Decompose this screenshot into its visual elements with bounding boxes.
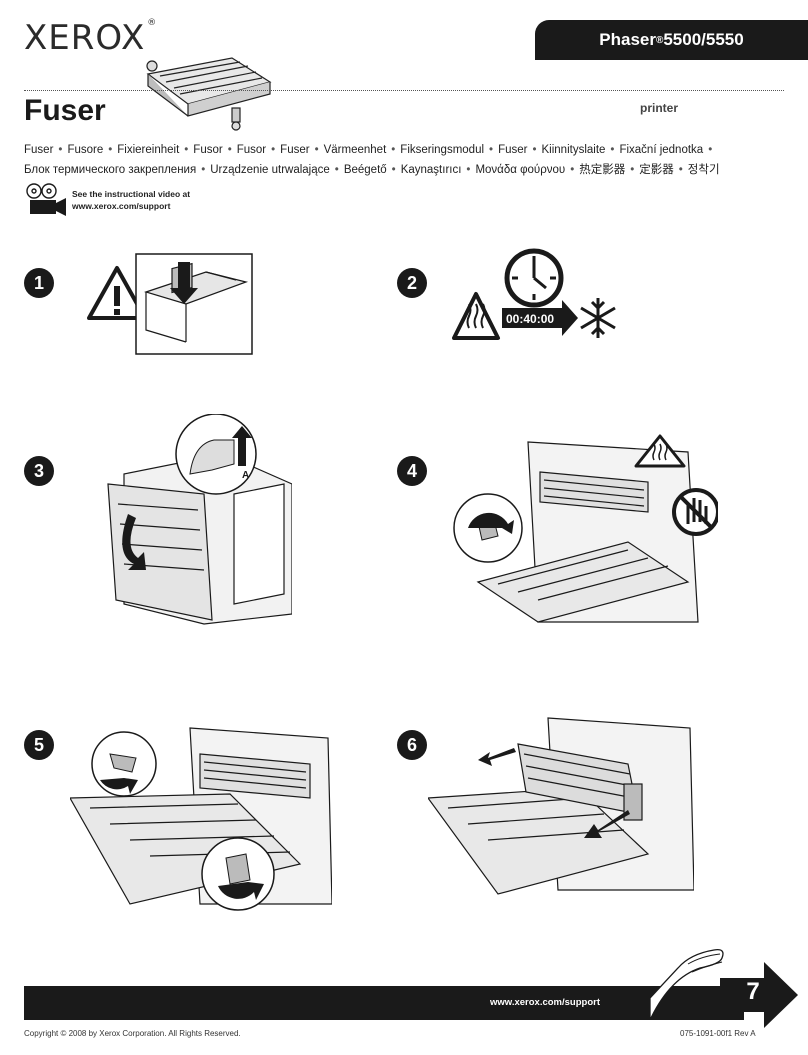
next-page-arrow-icon[interactable]: [720, 960, 800, 1030]
step-6-remove-fuser-illustration: [428, 717, 694, 895]
pull-left-arrow-icon: [478, 748, 516, 766]
translation-item: Блок термического закрепления: [24, 164, 197, 176]
copyright-notice: Copyright © 2008 by Xerox Corporation. A…: [24, 1029, 241, 1038]
step-2-badge: 2: [397, 268, 427, 298]
snowflake-icon: [580, 298, 616, 338]
page-number: 7: [746, 978, 760, 1005]
step-6-badge: 6: [397, 730, 427, 760]
translation-item: Fusor: [193, 144, 223, 156]
translation-separator: •: [489, 144, 494, 156]
translation-separator: •: [610, 144, 615, 156]
cool-down-timer: 00:40:00: [506, 312, 554, 326]
video-note: See the instructional video at www.xerox…: [72, 189, 191, 211]
translation-item: Fuser: [498, 144, 528, 156]
product-name-tab: Phaser® 5500/5550: [535, 20, 808, 60]
translation-separator: •: [678, 164, 683, 176]
translation-item: 定影器: [639, 164, 674, 176]
pull-out-arrow-icon: [584, 810, 630, 838]
header-divider: [24, 90, 784, 91]
step-4-badge: 4: [397, 456, 427, 486]
translation-separator: •: [466, 164, 471, 176]
document-number: 075-1091-00f1 Rev A: [680, 1029, 756, 1038]
xerox-logo: XEROX®: [24, 18, 158, 58]
translation-item: Beégető: [343, 164, 387, 176]
footer-bar: [24, 986, 744, 1020]
translation-item: Fuser: [24, 144, 54, 156]
translation-separator: •: [271, 144, 276, 156]
translation-separator: •: [708, 144, 713, 156]
translation-separator: •: [391, 164, 396, 176]
translation-separator: •: [184, 144, 189, 156]
translation-item: 정착기: [687, 164, 720, 176]
page-title: Fuser: [24, 94, 106, 127]
step-2-cool-down-illustration: 00:40:00: [452, 248, 616, 340]
product-name: Phaser: [599, 30, 656, 49]
step-3-badge: 3: [24, 456, 54, 486]
translation-separator: •: [334, 164, 339, 176]
step-5-badge: 5: [24, 730, 54, 760]
latch-label: A: [242, 470, 249, 481]
translation-separator: •: [108, 144, 113, 156]
rotate-arrow-icon: [468, 512, 514, 534]
film-camera-icon: [26, 183, 66, 216]
translation-item: Kiinnityslaite: [541, 144, 606, 156]
translation-item: Urządzenie utrwalające: [210, 164, 330, 176]
translation-separator: •: [201, 164, 206, 176]
step-4-fuser-release-illustration: [453, 434, 718, 623]
translation-item: Fusore: [67, 144, 104, 156]
rotate-arrow-icon: [100, 778, 138, 794]
video-url-link[interactable]: www.xerox.com/support: [72, 201, 171, 211]
translation-separator: •: [570, 164, 575, 176]
step-1-power-off-illustration: [87, 253, 253, 355]
translation-item: Fikseringsmodul: [400, 144, 485, 156]
step-3-open-door-illustration: A: [107, 414, 292, 625]
rotate-arrow-icon: [218, 882, 264, 900]
translation-separator: •: [391, 144, 396, 156]
translation-item: Fixační jednotka: [619, 144, 704, 156]
translation-separator: •: [227, 144, 232, 156]
translation-separator: •: [532, 144, 537, 156]
fuser-unit-illustration: [146, 57, 272, 131]
translation-item: Fusor: [236, 144, 267, 156]
translation-item: Fixiereinheit: [117, 144, 180, 156]
translation-item: Fuser: [280, 144, 310, 156]
translation-list: Fuser • Fusore • Fixiereinheit • Fusor • Fusor • F…: [24, 140, 794, 180]
step-5-unlock-fuser-illustration: [70, 727, 332, 911]
translation-item: Μονάδα φούρνου: [475, 164, 566, 176]
translation-separator: •: [630, 164, 635, 176]
product-models: 5500/5550: [663, 30, 744, 49]
translation-separator: •: [58, 144, 63, 156]
translation-item: 热定影器: [579, 164, 626, 176]
door-swing-arrow-icon: [122, 514, 146, 570]
translation-separator: •: [314, 144, 319, 156]
footer-support-link[interactable]: www.xerox.com/support: [490, 997, 600, 1008]
translation-item: Kaynaştırıcı: [400, 164, 462, 176]
translation-item: Värmeenhet: [323, 144, 387, 156]
page-turn-hand-illustration: [649, 949, 724, 1020]
press-down-arrow-icon: [170, 262, 198, 304]
page-subtitle: printer: [640, 101, 679, 115]
step-1-badge: 1: [24, 268, 54, 298]
